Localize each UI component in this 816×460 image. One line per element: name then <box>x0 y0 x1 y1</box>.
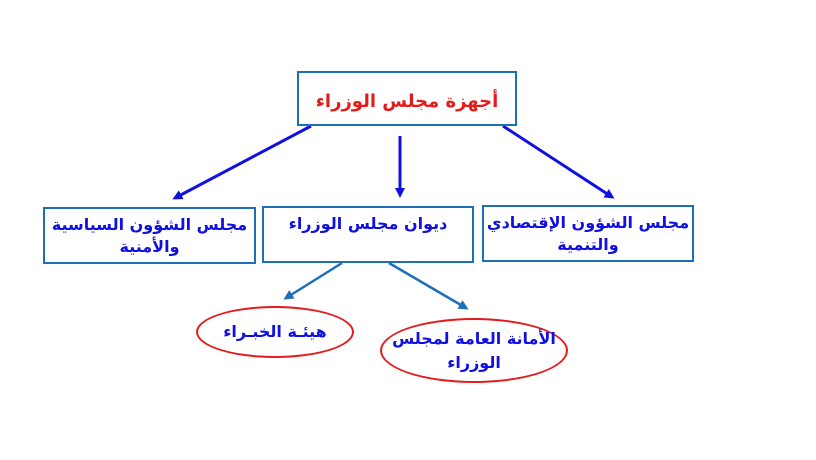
node-general-secretariat: الأمانة العامة لمجلس الوزراء <box>380 318 568 383</box>
node-label-line-1: الأمانة العامة لمجلس <box>392 328 556 348</box>
node-label-line-2: والأمنية <box>119 236 180 256</box>
node-label-line-2: والتنمية <box>557 234 619 254</box>
node-economic-development-council: مجلس الشؤون الإقتصادي والتنمية <box>482 205 694 262</box>
arrow-to-general-secretariat <box>388 261 469 310</box>
root-node-label: أجهزة مجلس الوزراء <box>315 90 499 112</box>
arrow-to-political-security <box>172 124 312 200</box>
node-label-line-1: هيئـة الخبـراء <box>223 322 327 341</box>
node-label-line-2: الوزراء <box>447 352 501 372</box>
node-label-line-1: مجلس الشؤون السياسية <box>51 214 248 234</box>
node-cabinet-court: ديوان مجلس الوزراء <box>262 206 474 263</box>
arrow-to-economic-development <box>502 124 615 199</box>
node-experts-authority: هيئـة الخبـراء <box>196 306 354 358</box>
node-label-line-1: ديوان مجلس الوزراء <box>288 214 448 233</box>
node-political-security-council: مجلس الشؤون السياسية والأمنية <box>43 207 256 264</box>
node-label-line-1: مجلس الشؤون الإقتصادي <box>486 212 690 232</box>
root-node-cabinet-bodies: أجهزة مجلس الوزراء <box>297 71 517 126</box>
arrow-to-experts-authority <box>283 261 343 300</box>
